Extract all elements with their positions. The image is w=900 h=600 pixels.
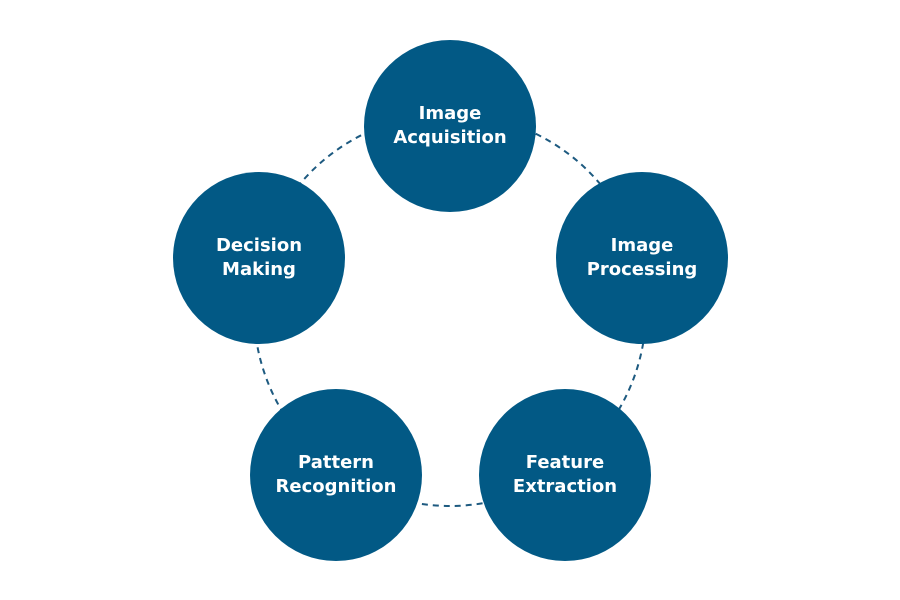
node-label: Decision Making: [215, 235, 303, 280]
node-pattern-recognition: Pattern Recognition: [250, 389, 422, 561]
node-feature-extraction: Feature Extraction: [479, 389, 651, 561]
node-label: Image Acquisition: [393, 103, 507, 148]
node-image-acquisition: Image Acquisition: [364, 40, 536, 212]
node-decision-making: Decision Making: [173, 172, 345, 344]
node-image-processing: Image Processing: [556, 172, 728, 344]
node-label: Feature Extraction: [512, 452, 618, 497]
node-label: Image Processing: [586, 235, 698, 280]
node-label: Pattern Recognition: [275, 452, 397, 497]
